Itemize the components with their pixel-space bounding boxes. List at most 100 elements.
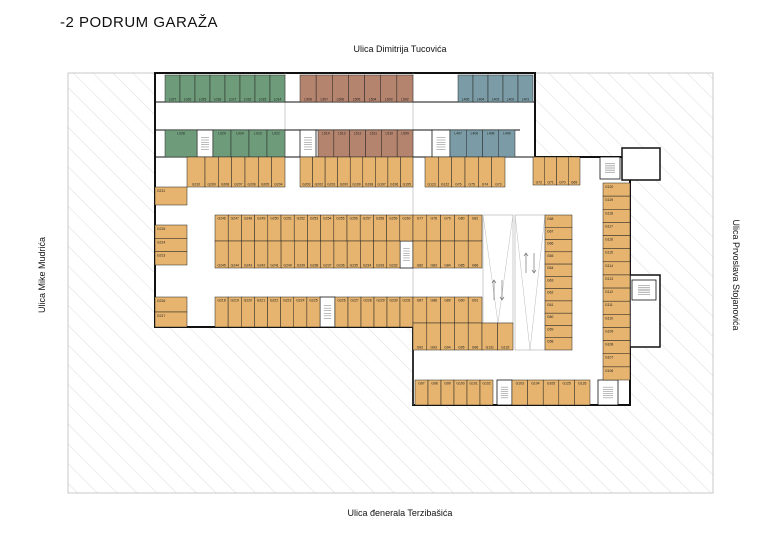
parking-space-label: G237 (323, 264, 331, 268)
storage-unit-label: L509 (401, 132, 409, 136)
parking-space-label: G114 (605, 264, 613, 268)
storage-unit-label: L403 (492, 98, 500, 102)
storage-unit-label: L513 (338, 132, 346, 136)
parking-space[interactable] (497, 322, 514, 351)
parking-space[interactable] (400, 156, 414, 188)
stair-core-east (621, 147, 661, 181)
parking-space-label: G107 (605, 356, 613, 360)
storage-unit-label: L024 (236, 132, 244, 136)
parking-space-label: G119 (605, 198, 613, 202)
parking-space[interactable] (491, 156, 506, 188)
parking-space[interactable] (479, 379, 494, 406)
street-label-south: Ulica đenerala Terzibašića (347, 508, 453, 518)
parking-space-label: G77 (417, 217, 424, 221)
parking-space-label: G242 (257, 264, 265, 268)
parking-space-label: G117 (605, 224, 613, 228)
parking-space-label: G90 (458, 299, 465, 303)
parking-space[interactable] (602, 366, 631, 381)
parking-space-label: G112 (605, 290, 613, 294)
parking-space-label: G250 (270, 217, 278, 221)
parking-space-label: G73 (495, 183, 502, 187)
parking-space-label: G209 (208, 183, 216, 187)
parking-space-label: G66 (547, 242, 554, 246)
parking-space-label: G224 (296, 299, 304, 303)
storage-unit-label: L405 (462, 98, 470, 102)
stair-icon (631, 279, 657, 301)
storage-unit-label: L504 (369, 98, 377, 102)
parking-space-label: G220 (244, 299, 252, 303)
storage-unit[interactable] (498, 129, 516, 158)
parking-space-label: G99 (444, 382, 451, 386)
parking-space-label: G231 (402, 299, 410, 303)
storage-unit-label: L502 (401, 98, 409, 102)
parking-space[interactable] (386, 240, 401, 269)
stair-icon (399, 240, 414, 269)
storage-unit-label: L510 (385, 132, 393, 136)
parking-space[interactable] (467, 240, 483, 269)
storage-unit-label: L029 (218, 132, 226, 136)
storage-unit-label: L512 (354, 132, 362, 136)
storage-unit-label: L514 (322, 132, 330, 136)
parking-space-label: G217 (157, 314, 165, 318)
parking-space-label: G109 (605, 329, 613, 333)
parking-space-label: G226 (337, 299, 345, 303)
storage-unit[interactable] (164, 129, 198, 158)
parking-space-label: G225 (309, 299, 317, 303)
storage-unit-label: L401 (522, 98, 530, 102)
parking-space[interactable] (574, 379, 591, 406)
parking-space[interactable] (271, 156, 286, 188)
parking-space-label: G58 (547, 340, 554, 344)
parking-space[interactable] (154, 186, 188, 206)
storage-unit[interactable] (396, 74, 414, 103)
parking-space[interactable] (544, 337, 573, 351)
parking-group-l1: G211 (154, 186, 188, 206)
storage-unit[interactable] (269, 74, 286, 103)
parking-space-label: G75 (468, 183, 475, 187)
parking-space[interactable] (154, 251, 188, 266)
storage-unit[interactable] (517, 74, 534, 103)
parking-space-label: G222 (270, 299, 278, 303)
parking-space-label: G110 (605, 316, 613, 320)
ramp-west (482, 214, 514, 324)
parking-space-label: G243 (244, 264, 252, 268)
parking-space[interactable] (568, 156, 581, 186)
parking-space[interactable] (306, 296, 321, 328)
parking-space-label: G78 (430, 217, 437, 221)
parking-space-label: G254 (323, 217, 331, 221)
storage-unit-label: L409 (503, 132, 511, 136)
parking-space-label: G260 (402, 217, 410, 221)
parking-space-label: G219 (231, 299, 239, 303)
parking-space-label: G223 (283, 299, 291, 303)
parking-space-label: G216 (157, 299, 165, 303)
parking-space[interactable] (154, 311, 188, 328)
storage-unit-label: L022 (272, 132, 280, 136)
parking-space-label: G228 (363, 299, 371, 303)
storage-unit-label: L016 (244, 98, 252, 102)
stair-icon (299, 129, 317, 158)
storage-unit-label: L407 (454, 132, 462, 136)
storage-unit-label: L028 (177, 132, 185, 136)
parking-space-label: G249 (257, 217, 265, 221)
parking-space-label: G123 (428, 183, 436, 187)
parking-space-label: G232 (389, 264, 397, 268)
stair-icon (597, 379, 619, 406)
parking-space-label: G108 (605, 343, 613, 347)
parking-space-label: G132 (501, 346, 509, 350)
parking-space-label: G70 (559, 181, 566, 185)
parking-space-label: G199 (352, 183, 360, 187)
parking-space-label: G234 (363, 264, 371, 268)
ramps (482, 214, 546, 351)
parking-space-label: G200 (340, 183, 348, 187)
parking-space-label: G122 (441, 183, 449, 187)
